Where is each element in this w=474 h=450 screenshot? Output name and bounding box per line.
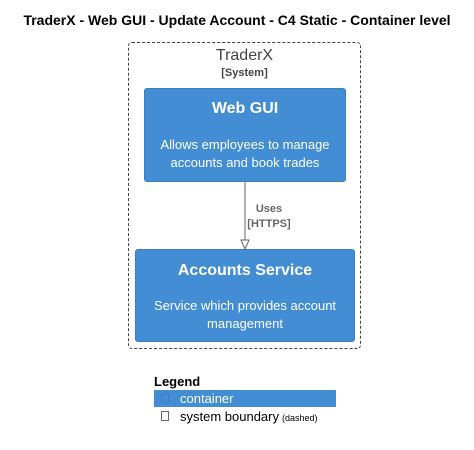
accounts-service-container[interactable]: Accounts Service Service which provides … <box>135 249 355 342</box>
legend-item-boundary: system boundary(dashed) <box>154 408 336 425</box>
relationship-technology: [HTTPS] <box>247 218 291 230</box>
legend-title: Legend <box>154 374 201 389</box>
system-boundary <box>128 42 361 349</box>
diagram-title: TraderX - Web GUI - Update Account - C4 … <box>23 12 451 28</box>
legend-boundary-note: (dashed) <box>282 413 318 423</box>
arrowhead-icon <box>240 239 250 251</box>
boundary-name: TraderX <box>215 47 274 64</box>
legend-item-label: container <box>180 391 234 406</box>
boundary-swatch-icon <box>161 411 169 421</box>
container-description: Allows employees to manage accounts and … <box>160 137 330 170</box>
container-title: Web GUI <box>211 100 279 117</box>
web-gui-container[interactable]: Web GUI Allows employees to manage accou… <box>144 88 346 182</box>
legend-item-container: container <box>154 390 336 407</box>
legend-item-label: system boundary(dashed) <box>180 408 318 427</box>
relationship-label: Uses <box>255 203 283 215</box>
boundary-type: [System] <box>221 67 268 79</box>
legend-boundary-label: system boundary <box>180 409 279 424</box>
container-description: Service which provides account managemen… <box>153 298 337 331</box>
container-swatch-icon <box>161 393 169 403</box>
container-title: Accounts Service <box>177 262 313 279</box>
